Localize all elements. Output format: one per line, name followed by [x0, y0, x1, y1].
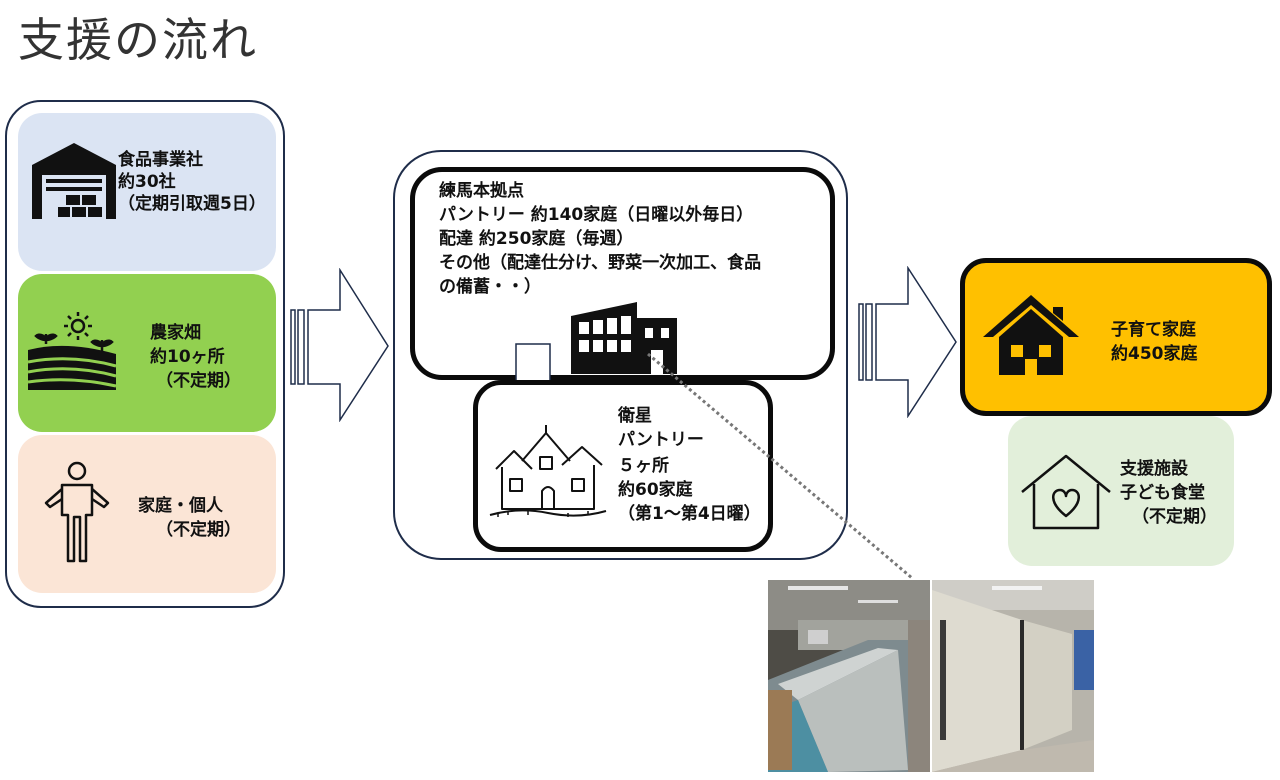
office-building-icon [571, 302, 677, 374]
household-note: （不定期） [156, 520, 241, 540]
hub-group [393, 150, 848, 560]
satellite-note: （第1～第4日曜） [618, 504, 761, 524]
hub-line1: パントリー 約140家庭（日曜以外毎日） [439, 205, 754, 225]
warehouse-icon [32, 143, 116, 219]
farm-card: 農家畑 約10ヶ所 （不定期） [18, 274, 276, 432]
hub-line3: その他（配達仕分け、野菜一次加工、食品 [439, 253, 762, 273]
flow-arrow-right [858, 266, 957, 418]
satellite-sub: パントリー [618, 430, 704, 450]
farm-field-icon [27, 312, 117, 390]
farm-count: 約10ヶ所 [150, 347, 225, 367]
sources-group [5, 100, 285, 608]
photo-leader-line [647, 352, 913, 580]
food-company-card: 食品事業社 約30社 （定期引取週5日） [18, 113, 276, 271]
destination-card: 子育て家庭 約450家庭 [960, 258, 1272, 416]
hub-box: 練馬本拠点 パントリー 約140家庭（日曜以外毎日） 配達 約250家庭（毎週）… [410, 167, 835, 380]
hub-name: 練馬本拠点 [439, 181, 524, 201]
flow-arrow-left [290, 268, 389, 422]
destination-count: 約450家庭 [1111, 344, 1198, 364]
food-company-name: 食品事業社 [118, 150, 203, 170]
kitchen-photo [768, 580, 930, 772]
farm-name: 農家畑 [150, 323, 201, 343]
satellite-count: ５ヶ所 [618, 456, 669, 476]
food-company-note: （定期引取週5日） [118, 194, 266, 214]
heart-house-icon [1021, 454, 1111, 530]
house-icon [983, 295, 1079, 375]
mansion-icon [489, 425, 607, 517]
support-card: 支援施設 子ども食堂 （不定期） [1008, 416, 1234, 566]
support-sub: 子ども食堂 [1120, 483, 1205, 503]
storage-photo [932, 580, 1094, 772]
person-icon [44, 461, 110, 563]
satellite-families: 約60家庭 [618, 480, 693, 500]
household-card: 家庭・個人 （不定期） [18, 435, 276, 593]
household-name: 家庭・個人 [138, 496, 223, 516]
page-title: 支援の流れ [18, 13, 258, 67]
destination-name: 子育て家庭 [1111, 320, 1196, 340]
hub-line4: の備蓄・・） [439, 277, 541, 297]
farm-note: （不定期） [156, 371, 241, 391]
support-note: （不定期） [1132, 507, 1217, 527]
food-company-count: 約30社 [118, 172, 176, 192]
hub-line2: 配達 約250家庭（毎週） [439, 229, 634, 249]
satellite-box: 衛星 パントリー ５ヶ所 約60家庭 （第1～第4日曜） [473, 380, 773, 552]
satellite-name: 衛星 [618, 406, 652, 426]
support-name: 支援施設 [1120, 459, 1188, 479]
